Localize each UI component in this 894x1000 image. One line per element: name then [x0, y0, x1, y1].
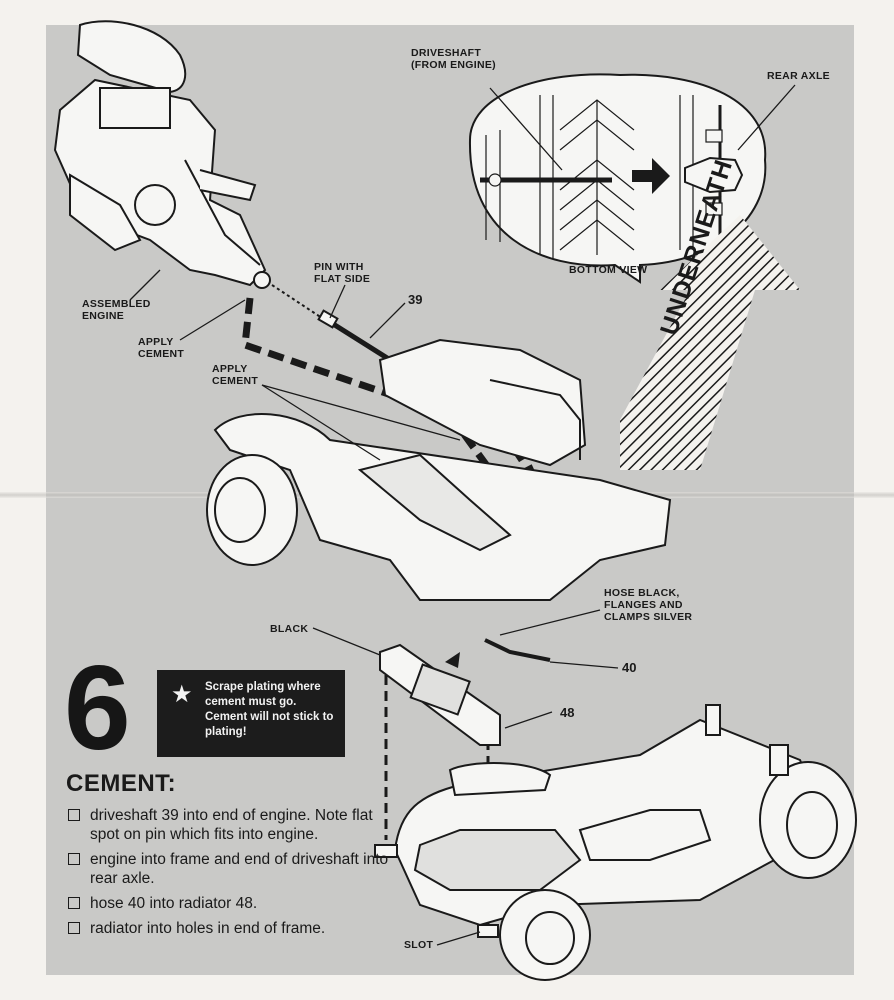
underneath-arrow [620, 215, 800, 470]
radiator-part-48 [379, 643, 501, 746]
checklist-item-text: hose 40 into radiator 48. [90, 895, 258, 912]
part-40-number: 40 [622, 660, 637, 675]
star-icon: ★ [171, 681, 193, 708]
checklist-item: driveshaft 39 into end of engine. Note f… [68, 806, 398, 844]
checkbox-icon[interactable] [68, 853, 80, 865]
slot-label: SLOT [404, 939, 434, 951]
plating-warning-text: Scrape plating where cement must go. Cem… [205, 681, 334, 738]
checklist-item: radiator into holes in end of frame. [68, 919, 398, 938]
checkbox-icon[interactable] [68, 922, 80, 934]
checklist-item: hose 40 into radiator 48. [68, 894, 398, 913]
black-label: BLACK [270, 623, 309, 635]
cement-heading: CEMENT: [66, 770, 177, 797]
driveshaft-label: DRIVESHAFT (FROM ENGINE) [411, 47, 496, 71]
apply-cement-label-engine: APPLY CEMENT [138, 336, 185, 360]
part-48-number: 48 [560, 705, 575, 720]
cement-checklist: driveshaft 39 into end of engine. Note f… [68, 806, 398, 944]
step-number: 6 [64, 641, 131, 775]
pin-flat-side-label: PIN WITH FLAT SIDE [314, 261, 371, 285]
plating-warning-box: ★ Scrape plating where cement must go. C… [157, 670, 345, 757]
engine-drawing [53, 20, 271, 289]
assembled-engine-label: ASSEMBLED ENGINE [82, 298, 151, 322]
checklist-item-text: radiator into holes in end of frame. [90, 920, 326, 937]
apply-cement-label-frame: APPLY CEMENT [212, 363, 259, 387]
checklist-item-text: driveshaft 39 into end of engine. Note f… [90, 807, 373, 843]
checkbox-icon[interactable] [68, 897, 80, 909]
hose-part-40 [484, 638, 551, 662]
car-chassis-drawing [374, 704, 857, 981]
bottom-view-callout [468, 73, 796, 284]
chassis-drawing [206, 338, 672, 601]
bottom-view-label: BOTTOM VIEW [569, 264, 648, 276]
part-39-number: 39 [408, 292, 423, 307]
checkbox-icon[interactable] [68, 809, 80, 821]
checklist-item: engine into frame and end of driveshaft … [68, 850, 398, 888]
checklist-item-text: engine into frame and end of driveshaft … [90, 851, 389, 887]
rear-axle-label: REAR AXLE [767, 70, 830, 82]
hose-color-label: HOSE BLACK, FLANGES AND CLAMPS SILVER [604, 587, 693, 623]
